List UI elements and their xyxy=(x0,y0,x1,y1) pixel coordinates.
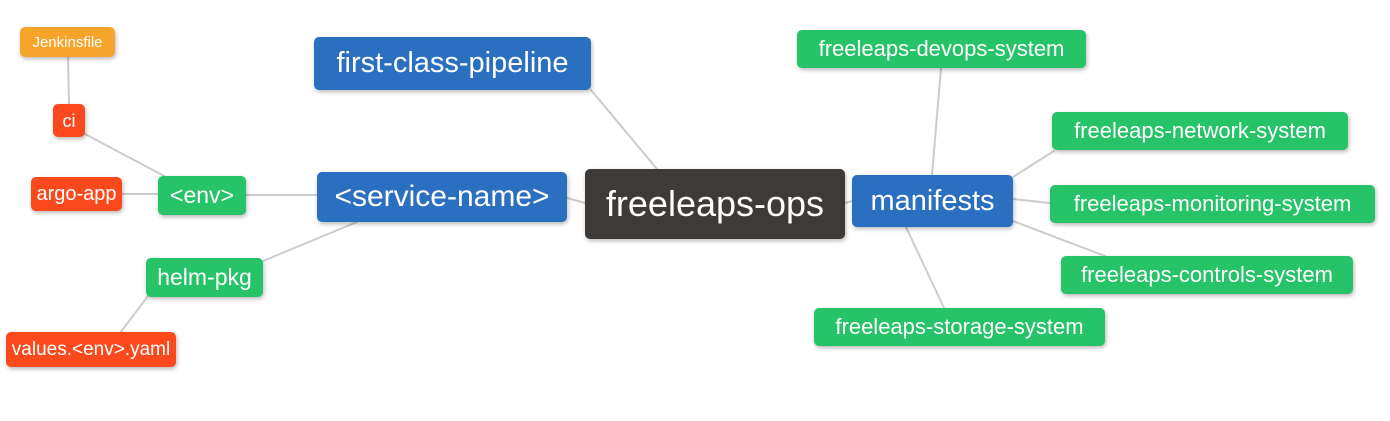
edge-jenkinsfile-ci xyxy=(67,56,70,105)
edge-service-name-freeleaps-ops xyxy=(566,197,586,204)
edge-manifests-devops-system xyxy=(931,67,942,176)
edge-freeleaps-ops-manifests xyxy=(844,200,853,204)
edge-manifests-controls-system xyxy=(1012,220,1106,257)
edge-service-name-helm-pkg xyxy=(262,221,358,262)
edge-ci-env xyxy=(84,133,167,178)
node-helm-pkg[interactable]: helm-pkg xyxy=(146,258,263,297)
node-freeleaps-ops[interactable]: freeleaps-ops xyxy=(585,169,845,239)
node-controls-system[interactable]: freeleaps-controls-system xyxy=(1061,256,1353,294)
node-env[interactable]: <env> xyxy=(158,176,246,215)
node-first-class-pipeline[interactable]: first-class-pipeline xyxy=(314,37,591,90)
edge-manifests-storage-system xyxy=(905,226,945,309)
node-service-name[interactable]: <service-name> xyxy=(317,172,567,222)
edge-manifests-monitoring-system xyxy=(1012,198,1051,204)
edge-helm-pkg-values-env-yaml xyxy=(119,295,149,334)
node-storage-system[interactable]: freeleaps-storage-system xyxy=(814,308,1105,346)
node-monitoring-system[interactable]: freeleaps-monitoring-system xyxy=(1050,185,1375,223)
node-argo-app[interactable]: argo-app xyxy=(31,177,122,211)
node-jenkinsfile[interactable]: Jenkinsfile xyxy=(20,27,115,57)
node-ci[interactable]: ci xyxy=(53,104,85,137)
node-devops-system[interactable]: freeleaps-devops-system xyxy=(797,30,1086,68)
edge-first-class-pipeline-freeleaps-ops xyxy=(590,89,658,170)
node-network-system[interactable]: freeleaps-network-system xyxy=(1052,112,1348,150)
node-values-env-yaml[interactable]: values.<env>.yaml xyxy=(6,332,176,367)
edge-manifests-network-system xyxy=(1012,150,1055,178)
node-manifests[interactable]: manifests xyxy=(852,175,1013,227)
